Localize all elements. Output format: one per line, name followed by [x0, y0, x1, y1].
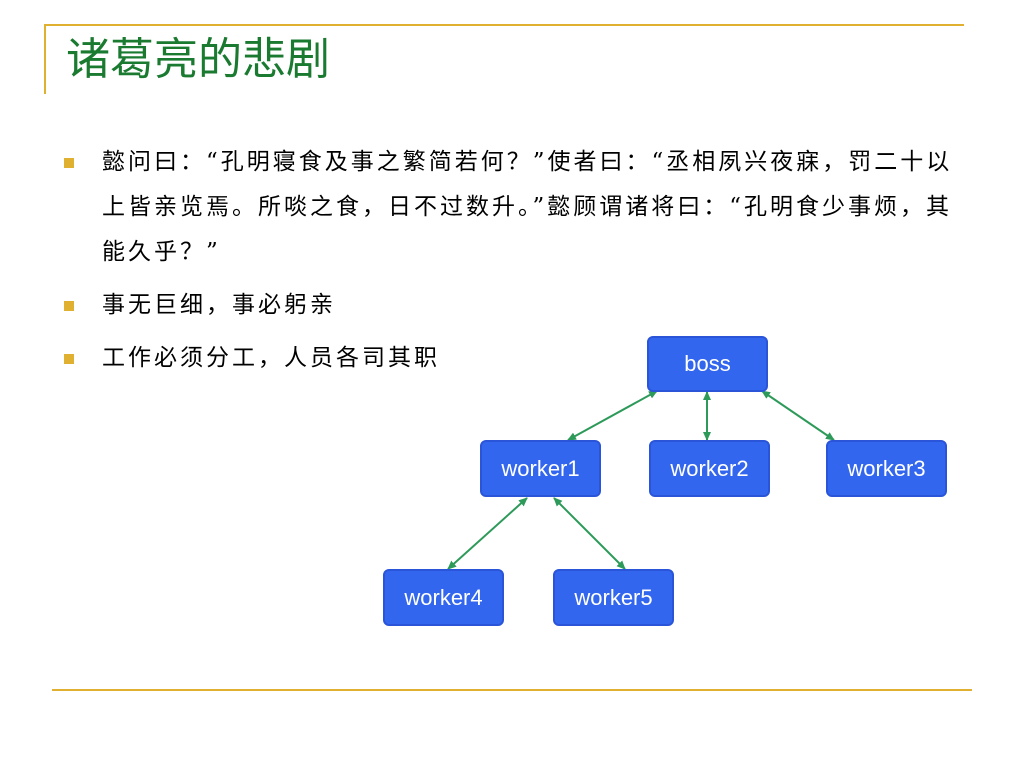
square-bullet-icon [64, 354, 74, 364]
edge-boss-worker3 [761, 390, 835, 441]
node-worker3: worker3 [826, 440, 947, 497]
square-bullet-icon [64, 158, 74, 168]
node-boss: boss [647, 336, 768, 392]
bullet-text: 懿问曰：“孔明寝食及事之繁简若何？”使者曰：“丞相夙兴夜寐，罚二十以上皆亲览焉。… [102, 149, 953, 265]
bullet-item-2: 事无巨细，事必躬亲 [62, 283, 962, 328]
edge-boss-worker1 [567, 390, 658, 441]
bullet-text: 工作必须分工，人员各司其职 [102, 345, 440, 371]
edge-worker1-worker4 [447, 497, 528, 570]
node-worker1: worker1 [480, 440, 601, 497]
bullet-item-3: 工作必须分工，人员各司其职 [62, 336, 962, 381]
bullet-text: 事无巨细，事必躬亲 [102, 292, 336, 318]
edge-worker1-worker5 [553, 497, 626, 570]
bullet-list: 懿问曰：“孔明寝食及事之繁简若何？”使者曰：“丞相夙兴夜寐，罚二十以上皆亲览焉。… [62, 140, 962, 389]
top-rule [44, 24, 964, 26]
node-worker4: worker4 [383, 569, 504, 626]
bottom-rule [52, 689, 972, 691]
page-title: 诸葛亮的悲剧 [66, 34, 330, 85]
title-accent-bar [44, 24, 46, 94]
square-bullet-icon [64, 301, 74, 311]
node-worker5: worker5 [553, 569, 674, 626]
node-worker2: worker2 [649, 440, 770, 497]
bullet-item-1: 懿问曰：“孔明寝食及事之繁简若何？”使者曰：“丞相夙兴夜寐，罚二十以上皆亲览焉。… [62, 140, 962, 275]
